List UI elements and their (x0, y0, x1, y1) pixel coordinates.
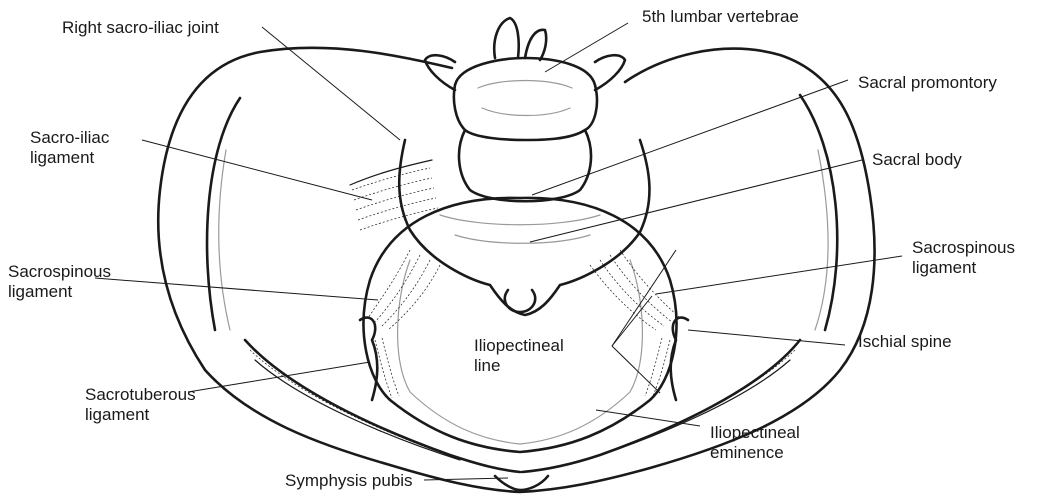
label-right-sacro-iliac-joint: Right sacro-iliac joint (62, 18, 219, 38)
leader-sacrospinous-left (95, 278, 378, 300)
vertebra-left-process (595, 55, 625, 90)
vertebra-ring-1 (478, 81, 572, 89)
leader-sacral-promontory (532, 80, 848, 195)
vertebra-body (454, 58, 597, 140)
leader-iliopectineal-line-1 (612, 250, 676, 346)
label-iliopectineal-line: Iliopectineal line (474, 336, 564, 376)
label-sacrospinous-ligament-left: Sacrospinous ligament (8, 262, 111, 302)
label-sacral-promontory: Sacral promontory (858, 73, 997, 93)
vertebra-spine-2 (525, 30, 546, 60)
leader-iliopectineal-line-2 (612, 296, 652, 346)
vertebra-spine (494, 18, 518, 58)
pelvic-inlet (364, 198, 677, 452)
leader-sacrotuberous (188, 362, 370, 392)
sacral-body-shade (440, 215, 600, 225)
right-iliac-wing-shade (219, 150, 230, 330)
leader-iliopectineal-eminence (596, 410, 700, 426)
leader-sacrospinous-right (656, 256, 902, 294)
label-sacral-body: Sacral body (872, 150, 962, 170)
sacro-iliac-ligament-hatch (350, 160, 438, 230)
vertebra-ring-2 (482, 108, 570, 116)
leader-5th-lumbar-vertebrae (545, 23, 628, 72)
right-ramus-hatch (250, 350, 456, 458)
vertebra-right-process (425, 55, 455, 90)
label-sacrospinous-ligament-right: Sacrospinous ligament (912, 238, 1015, 278)
label-sacrotuberous-ligament: Sacrotuberous ligament (85, 385, 196, 425)
label-symphysis-pubis: Symphysis pubis (285, 471, 413, 491)
label-sacro-iliac-ligament: Sacro-iliac ligament (30, 128, 109, 168)
label-5th-lumbar-vertebrae: 5th lumbar vertebrae (642, 7, 799, 27)
leader-lines (95, 23, 902, 480)
right-sacrotuberous-hatch (375, 338, 399, 398)
left-iliac-wing-inner (800, 95, 837, 330)
leader-right-sacro-iliac-joint (262, 27, 400, 140)
coccyx (505, 290, 535, 312)
leader-sacral-body (530, 160, 862, 242)
sacral-body-shade-2 (455, 235, 590, 243)
label-ischial-spine: Ischial spine (858, 332, 952, 352)
left-sacrotuberous-hatch (645, 338, 670, 398)
left-iliac-wing-shade (815, 150, 828, 330)
leader-ischial-spine (688, 330, 845, 345)
label-iliopectineal-eminence: Iliopectineal eminence (710, 423, 800, 463)
leader-sacro-iliac-ligament (142, 140, 372, 200)
leader-iliopectineal-line-3 (612, 346, 660, 393)
